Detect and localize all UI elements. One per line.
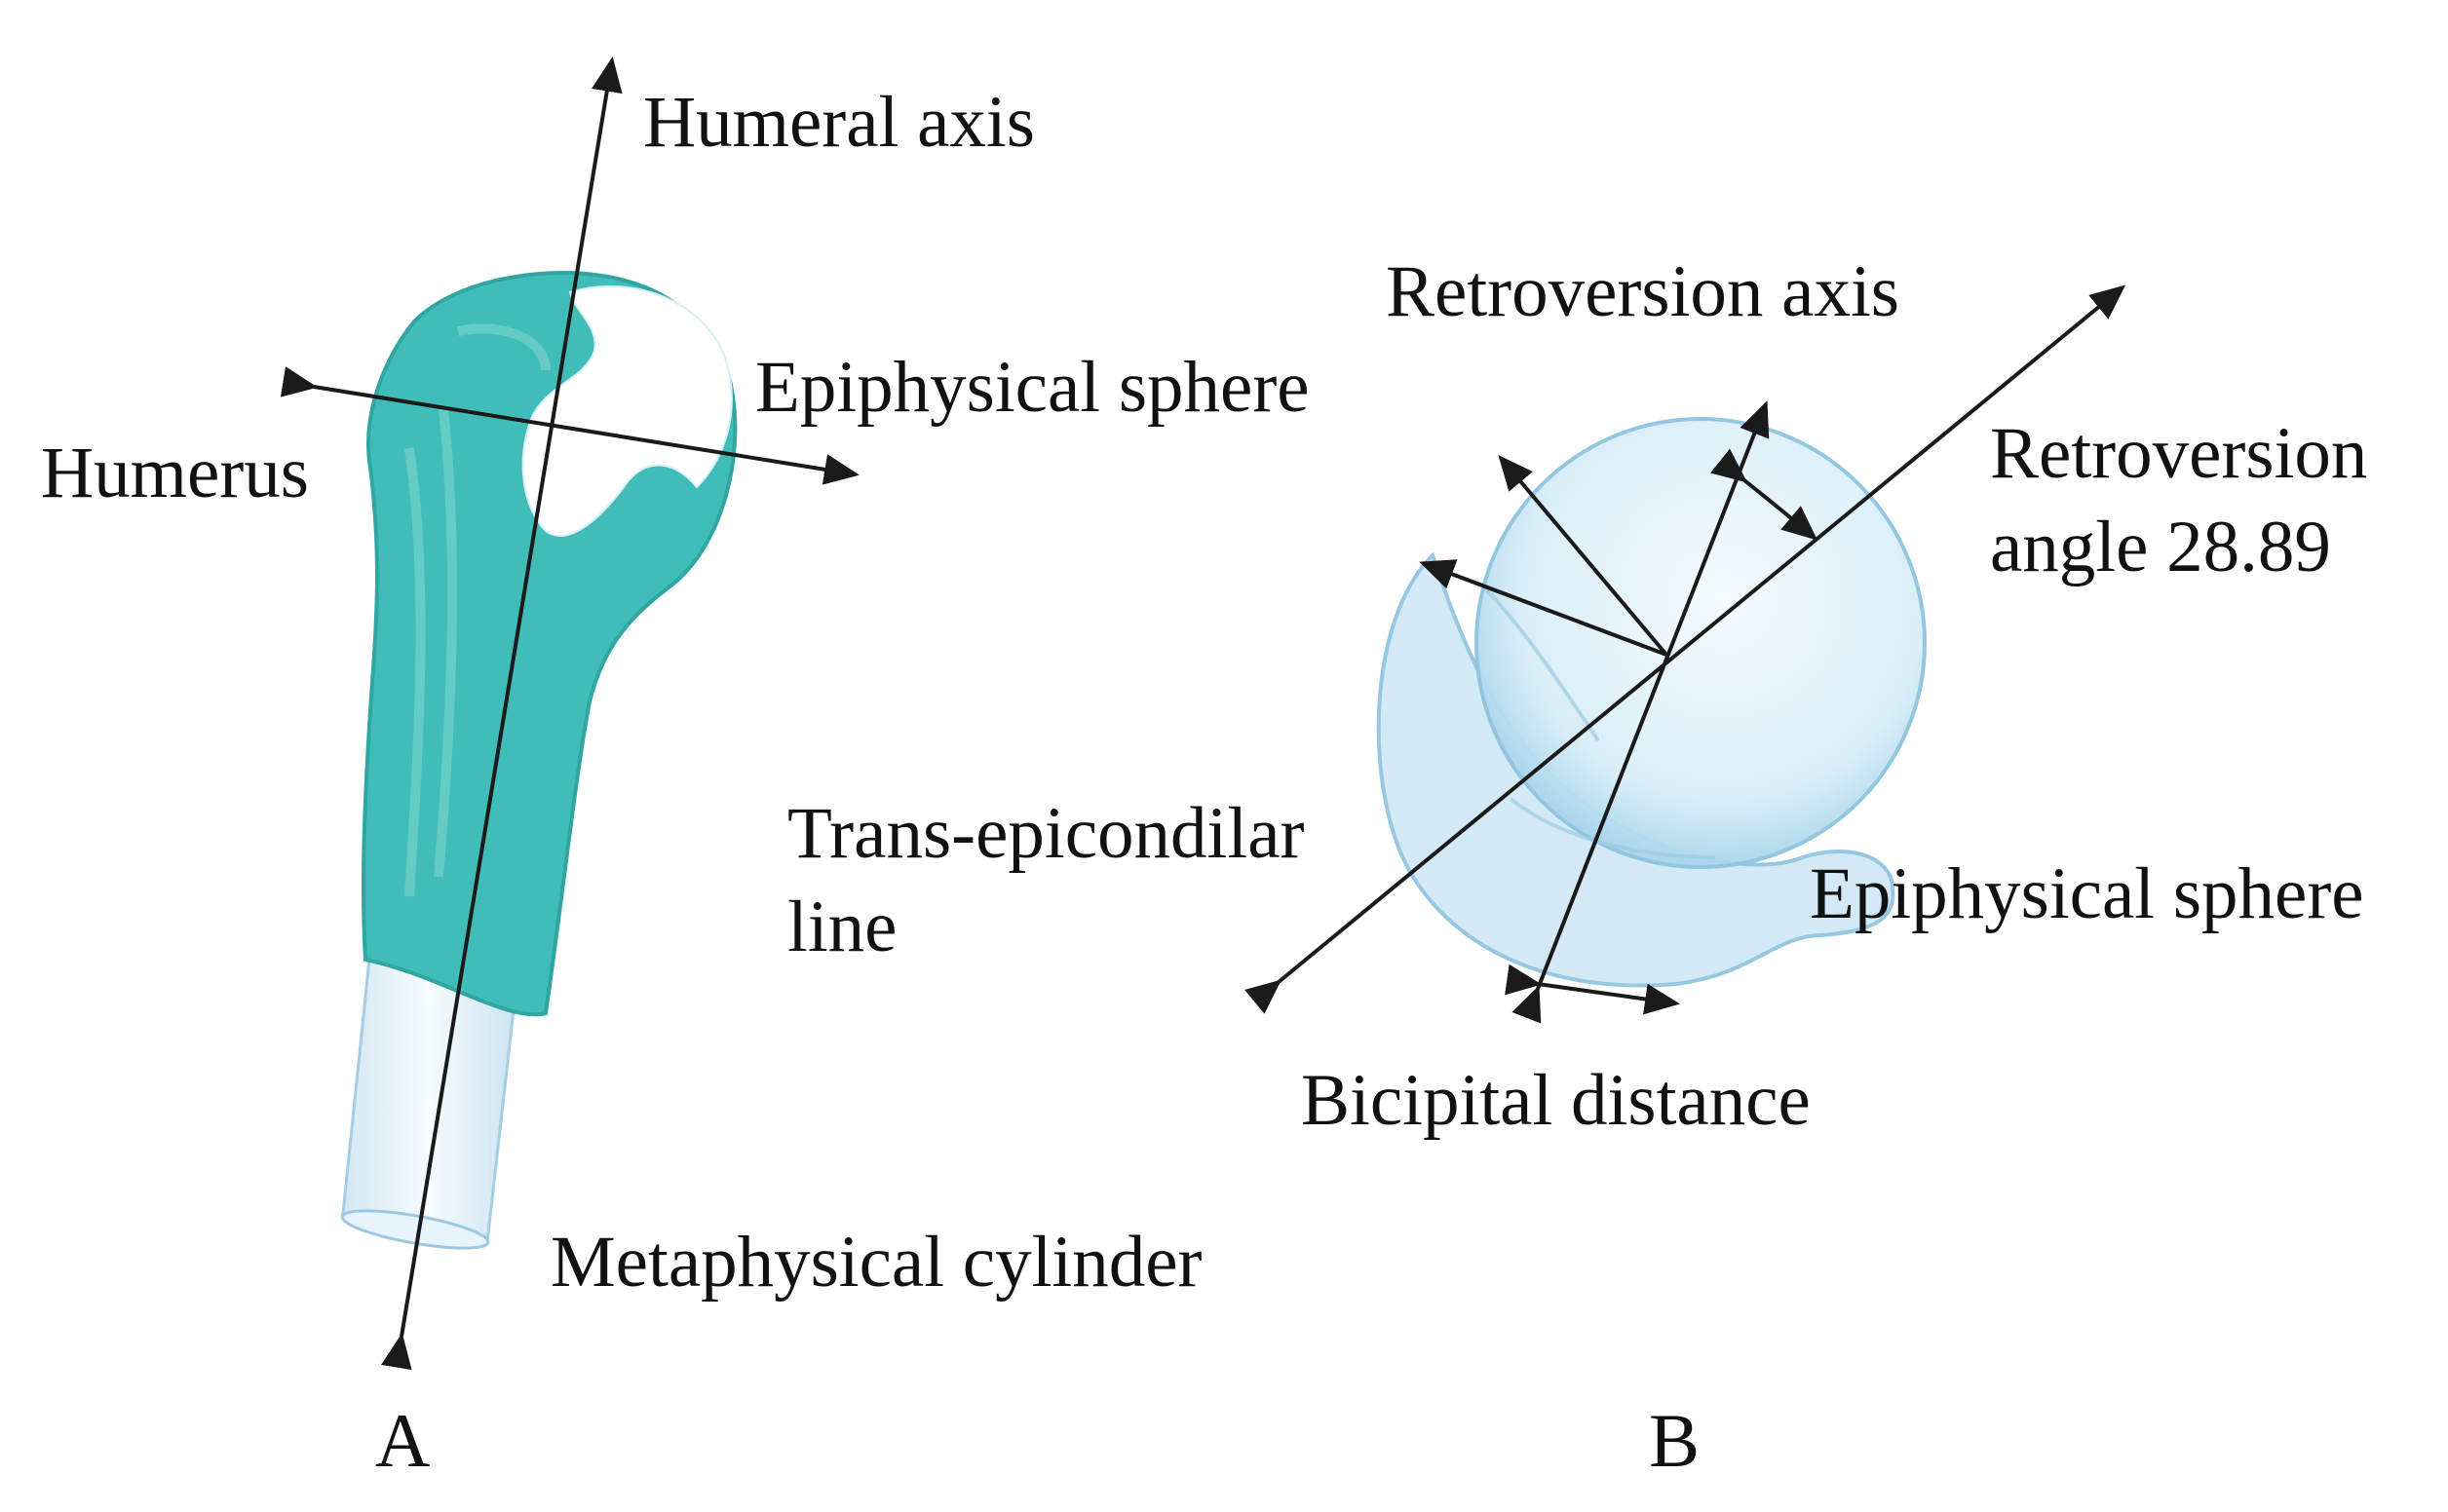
retroversion-axis-label: Retroversion axis xyxy=(1386,251,1899,332)
bicipital-distance-label: Bicipital distance xyxy=(1301,1060,1811,1141)
panel-a xyxy=(280,57,860,1371)
retroversion-angle-line2: angle 28.89 xyxy=(1990,507,2331,587)
epiphysical-sphere-b xyxy=(1474,417,1927,869)
epiphysical-sphere-b-label: Epiphysical sphere xyxy=(1810,853,2364,934)
panel-b-letter: B xyxy=(1649,1398,1701,1483)
humeral-axis-line xyxy=(381,57,623,1371)
retroversion-angle-arc xyxy=(1710,448,1818,541)
humerus-label: Humerus xyxy=(41,433,309,513)
retroversion-angle-label: Retroversion angle 28.89 xyxy=(1990,407,2367,594)
humeral-axis-label: Humeral axis xyxy=(643,82,1035,163)
retroversion-angle-line1: Retroversion xyxy=(1990,413,2368,494)
panel-a-letter: A xyxy=(375,1398,431,1483)
trans-epicondilar-label: Trans-epicondilar line xyxy=(787,787,1304,974)
trans-epicondilar-line1: Trans-epicondilar xyxy=(787,793,1305,874)
panel-b xyxy=(1244,284,2126,1024)
metaphysical-cylinder-label: Metaphysical cylinder xyxy=(551,1222,1203,1303)
radial-line-upper xyxy=(1498,454,1668,657)
epiphysical-sphere-a-label: Epiphysical sphere xyxy=(755,347,1310,428)
trans-epicondilar-line2: line xyxy=(787,887,898,967)
bicipital-distance-line xyxy=(1505,964,1680,1015)
epiphysical-transverse-line xyxy=(280,366,860,485)
radial-line-lower xyxy=(1419,559,1667,657)
